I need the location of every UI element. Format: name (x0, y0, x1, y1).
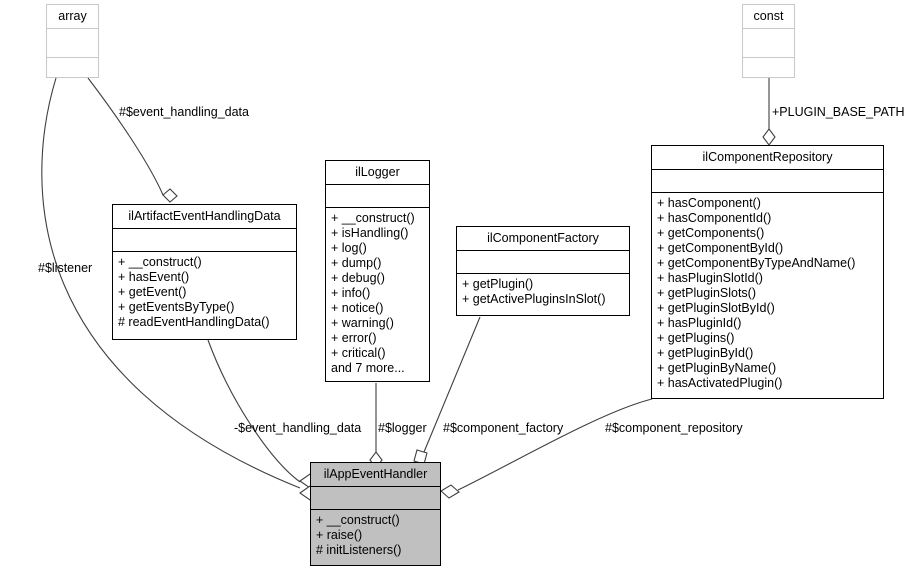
class-operation-row: + warning() (331, 316, 394, 330)
class-operation-row: + isHandling() (331, 226, 409, 240)
class-operation-row: + critical() (331, 346, 386, 360)
class-operations-ilcomponentrepository: + hasComponent()+ hasComponentId()+ getC… (652, 193, 883, 395)
class-operation-row: + log() (331, 241, 367, 255)
class-operations-ilartifacteventhandlingdata: + __construct()+ hasEvent()+ getEvent()+… (113, 252, 296, 334)
class-operation-row: + getComponents() (657, 226, 765, 240)
class-title-ilcomponentrepository: ilComponentRepository (652, 146, 883, 170)
class-operation-row: + getPluginSlotById() (657, 301, 775, 315)
edge-label-logger: #$logger (378, 421, 427, 435)
class-box-ilappeventhandler[interactable]: ilAppEventHandler + __construct()+ raise… (310, 462, 441, 566)
class-attributes-array (47, 29, 98, 58)
class-operations-array (47, 58, 98, 65)
class-operation-row: + getEventsByType() (118, 300, 235, 314)
class-operation-row: + getPluginSlots() (657, 286, 757, 300)
class-operation-row: + getPluginById() (657, 346, 754, 360)
class-operation-row: + error() (331, 331, 377, 345)
edge-label-component-factory: #$component_factory (443, 421, 564, 435)
class-box-ilartifacteventhandlingdata[interactable]: ilArtifactEventHandlingData + __construc… (112, 204, 297, 340)
diamond-artifact-top (162, 188, 178, 203)
class-operation-row: + __construct() (118, 255, 202, 269)
class-operation-row: + hasComponentId() (657, 211, 772, 225)
class-operation-row: + getComponentByTypeAndName() (657, 256, 856, 270)
edge-componentrepository-appeventhandler (457, 398, 653, 491)
class-operations-ilappeventhandler: + __construct()+ raise()# initListeners(… (311, 510, 440, 562)
class-operation-row: + getPlugins() (657, 331, 735, 345)
class-operation-row: + debug() (331, 271, 385, 285)
class-attributes-ilcomponentrepository (652, 170, 883, 193)
class-operation-row: + hasEvent() (118, 270, 190, 284)
class-title-ilappeventhandler: ilAppEventHandler (311, 463, 440, 487)
class-operation-row: + hasComponent() (657, 196, 761, 210)
class-title-ilcomponentfactory: ilComponentFactory (457, 227, 629, 251)
class-operation-row: + hasPluginId() (657, 316, 742, 330)
class-operations-ilcomponentfactory: + getPlugin()+ getActivePluginsInSlot() (457, 274, 629, 311)
class-operations-illogger: + __construct()+ isHandling()+ log()+ du… (326, 208, 429, 380)
class-attributes-illogger (326, 185, 429, 208)
diamond-app-right-repository (440, 484, 460, 499)
class-box-illogger[interactable]: ilLogger + __construct()+ isHandling()+ … (325, 160, 430, 382)
class-attributes-const (743, 29, 794, 58)
class-title-ilartifacteventhandlingdata: ilArtifactEventHandlingData (113, 205, 296, 229)
edge-array-artifact (87, 77, 164, 196)
diamond-repository-top (762, 128, 776, 146)
class-operation-row: + notice() (331, 301, 384, 315)
edge-label-listener: #$listener (38, 261, 93, 275)
edge-label-component-repository: #$component_repository (605, 421, 743, 435)
class-operation-row: + raise() (316, 528, 363, 542)
class-operation-row: + hasPluginSlotId() (657, 271, 763, 285)
class-operation-row: + hasActivatedPlugin() (657, 376, 783, 390)
class-operation-row: + getComponentById() (657, 241, 784, 255)
class-box-array[interactable]: array (46, 4, 99, 78)
edge-artifact-appeventhandler (207, 339, 301, 483)
class-operation-row: # readEventHandlingData() (118, 315, 270, 329)
class-attributes-ilcomponentfactory (457, 251, 629, 274)
class-title-illogger: ilLogger (326, 161, 429, 185)
class-operation-row: + info() (331, 286, 371, 300)
class-operations-const (743, 58, 794, 65)
class-operation-row: # initListeners() (316, 543, 402, 557)
class-attributes-ilappeventhandler (311, 487, 440, 510)
class-operation-row: + dump() (331, 256, 382, 270)
class-title-array: array (47, 5, 98, 29)
class-attributes-ilartifacteventhandlingdata (113, 229, 296, 252)
edge-label-event-handling-data-bottom: -$event_handling_data (234, 421, 362, 435)
class-operation-row: + __construct() (331, 211, 415, 225)
class-operation-row: + __construct() (316, 513, 400, 527)
class-box-const[interactable]: const (742, 4, 795, 78)
edge-label-plugin-base-path: +PLUGIN_BASE_PATH (772, 105, 905, 119)
class-box-ilcomponentrepository[interactable]: ilComponentRepository + hasComponent()+ … (651, 145, 884, 399)
class-box-ilcomponentfactory[interactable]: ilComponentFactory + getPlugin()+ getAct… (456, 226, 630, 316)
class-operation-row: + getActivePluginsInSlot() (462, 292, 606, 306)
edge-label-event-handling-data-top: #$event_handling_data (119, 105, 249, 119)
class-operation-row: + getPluginByName() (657, 361, 777, 375)
class-operation-row: and 7 more... (331, 361, 405, 375)
class-operation-row: + getPlugin() (462, 277, 534, 291)
class-title-const: const (743, 5, 794, 29)
class-operation-row: + getEvent() (118, 285, 187, 299)
